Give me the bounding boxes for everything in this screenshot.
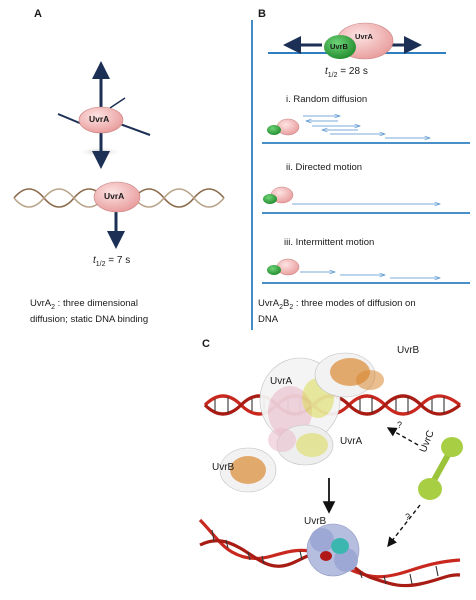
uvra-dna-label: UvrA <box>104 191 125 201</box>
uvra-free <box>78 106 124 134</box>
uvra-mid-c-label: UvrA <box>340 436 363 447</box>
panel-c-letter: C <box>202 338 210 350</box>
half-life-b-value: = 28 s <box>340 66 368 77</box>
uvra-dna-bound <box>93 181 141 213</box>
uvrb-bottom-c-label: UvrB <box>304 516 327 527</box>
question-mark-1: ? <box>397 420 403 430</box>
mode-directed-label: ii. Directed motion <box>286 162 363 173</box>
uvrc-dumbbell <box>418 437 463 500</box>
caption-a-post: : three dimensional <box>55 298 138 309</box>
uvrb-left-c-label: UvrB <box>212 462 235 473</box>
panel-a-letter: A <box>34 8 42 20</box>
panel-a-graphics <box>13 61 225 249</box>
caption-b-post: : three modes of diffusion on <box>293 298 416 309</box>
caption-b: UvrA2B2 : three modes of diffusion on DN… <box>258 298 470 326</box>
caption-b-sub2: 2 <box>289 303 294 311</box>
half-life-a-sub: 1/2 <box>95 261 106 268</box>
caption-b-line2: DNA <box>258 313 279 325</box>
question-mark-2: ? <box>405 512 411 522</box>
uvra-top-label: UvrA <box>355 32 373 41</box>
uvrab-complex <box>219 352 384 493</box>
half-life-b-sub: 1/2 <box>327 72 338 79</box>
half-life-a: t1/2 = 7 s <box>93 255 130 268</box>
caption-a-sub: 2 <box>51 303 56 311</box>
caption-a-line2: diffusion; static DNA binding <box>30 313 149 325</box>
half-life-a-value: = 7 s <box>108 255 131 266</box>
caption-a-pre: UvrA <box>30 298 52 309</box>
panel-b-graphics <box>251 20 470 330</box>
caption-a-line1: UvrA2 : three dimensional <box>30 298 240 314</box>
mode-intermittent-label: iii. Intermittent motion <box>284 237 375 248</box>
uvra-free-label: UvrA <box>89 114 110 124</box>
panel-c-graphics <box>198 352 463 588</box>
caption-b-sub1: 2 <box>279 303 284 311</box>
half-life-b-t: t <box>325 66 328 77</box>
uvrb-top-label: UvrB <box>330 42 348 51</box>
caption-b-b: B <box>283 298 290 309</box>
half-life-a-t: t <box>93 255 96 266</box>
caption-a: UvrA2 : three dimensional diffusion; sta… <box>30 298 240 326</box>
panel-b-letter: B <box>258 8 266 20</box>
uvrb-bound-complex <box>306 523 360 577</box>
caption-b-a: UvrA <box>258 298 280 309</box>
uvrb-top-c-label: UvrB <box>397 345 420 356</box>
uvra-top-c-label: UvrA <box>270 376 293 387</box>
half-life-b: t1/2 = 28 s <box>325 66 368 79</box>
caption-b-line1: UvrA2B2 : three modes of diffusion on <box>258 298 470 314</box>
uvrb-b-top <box>324 35 356 59</box>
mode-random-label: i. Random diffusion <box>286 94 368 105</box>
